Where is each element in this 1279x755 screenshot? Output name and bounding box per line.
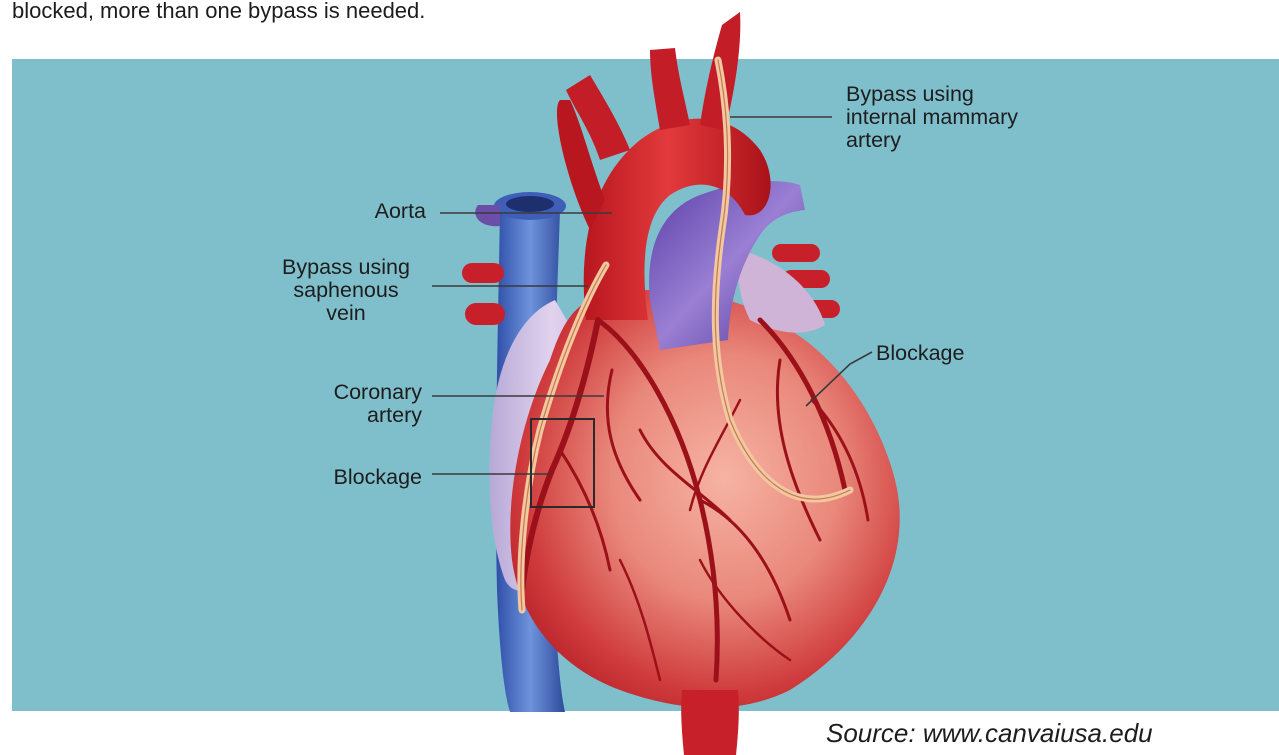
label-text: Blockage (290, 466, 422, 489)
label-line-1: Bypass using (252, 256, 440, 279)
label-text: Aorta (330, 200, 426, 223)
label-line-1: Bypass using (846, 83, 1018, 106)
label-bypass-saphenous: Bypass using saphenous vein (252, 256, 440, 325)
label-line-2: saphenous (252, 279, 440, 302)
label-line-3: artery (846, 129, 1018, 152)
label-aorta: Aorta (330, 200, 426, 223)
left-atrium (738, 250, 825, 333)
label-bypass-internal-mammary: Bypass using internal mammary artery (846, 83, 1018, 152)
label-text: Blockage (876, 342, 964, 365)
label-blockage-right: Blockage (876, 342, 964, 365)
inferior-vessel (681, 690, 739, 755)
label-line-2: internal mammary (846, 106, 1018, 129)
label-line-3: vein (252, 302, 440, 325)
label-line-2: artery (290, 404, 422, 427)
source-caption: Source: www.canvaiusa.edu (826, 718, 1153, 749)
label-coronary-artery: Coronary artery (290, 381, 422, 427)
label-line-1: Coronary (290, 381, 422, 404)
label-blockage-left: Blockage (290, 466, 422, 489)
